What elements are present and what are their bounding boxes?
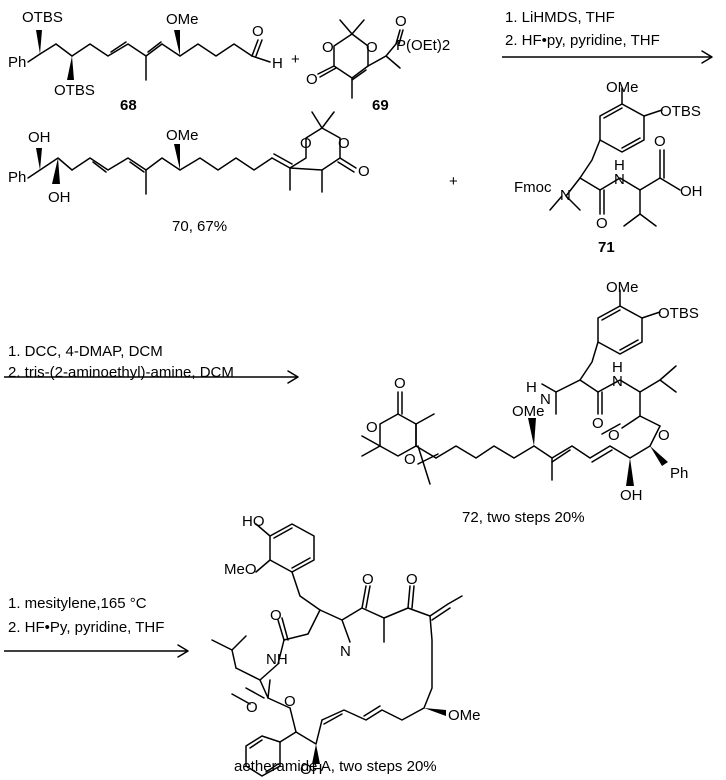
compound-70: Ph OH OH OMe O O O 70, 67% (8, 111, 370, 235)
compound-71-number: 71 (598, 239, 615, 256)
c68-aldehyde-o-label: O (252, 23, 264, 40)
c71-h: H (614, 157, 625, 174)
compound-69-number: 69 (372, 97, 389, 114)
c71-otbs: OTBS (660, 103, 701, 120)
reaction-arrow-2: 1. DCC, 4-DMAP, DCM 2. tris-(2-aminoethy… (4, 343, 299, 384)
c71-nh: N (614, 171, 625, 188)
c72-ester-o: O (608, 427, 620, 444)
c70-carbonyl-o: O (358, 163, 370, 180)
c68-aldehyde-h-label: H (272, 55, 283, 72)
step2-condition-2: 2. tris-(2-aminoethyl)-amine, DCM (8, 364, 234, 381)
c70-ring-o-top: O (300, 135, 312, 152)
c71-o-amide: O (596, 215, 608, 232)
aeth-o4: O (246, 699, 258, 716)
c70-ph-label: Ph (8, 169, 26, 186)
compound-72-yield: , two steps 20% (479, 509, 585, 526)
c71-ome: OMe (606, 79, 639, 96)
c72-amide-n: N (612, 373, 623, 390)
aeth-o1: O (270, 607, 282, 624)
c72-ring-o-left: O (366, 419, 378, 436)
compound-72-number: 72 (462, 509, 479, 526)
c72-ester-link-o: O (658, 427, 670, 444)
aeth-n: N (340, 643, 351, 660)
c71-o-acid: O (654, 133, 666, 150)
step2-condition-1: 1. DCC, 4-DMAP, DCM (8, 343, 163, 360)
c72-ome-mid: OMe (512, 403, 545, 420)
aetheramide-name: aetheramide A (234, 758, 331, 775)
aeth-ho: HO (242, 513, 265, 530)
aeth-nh: NH (266, 651, 288, 668)
compound-70-number: 70 (172, 218, 189, 235)
c70-oh-top: OH (28, 129, 51, 146)
step1-condition-1: 1. LiHMDS, THF (505, 9, 615, 26)
c72-ring-o-bottom: O (404, 451, 416, 468)
aetheramide-yield: , two steps 20% (331, 758, 437, 775)
plus-sign-2: + (449, 173, 458, 190)
step3-condition-2: 2. HF•Py, pyridine, THF (8, 619, 164, 636)
c68-ome-label: OMe (166, 11, 199, 28)
compound-69: O O O O P(OEt)2 69 (306, 13, 450, 114)
c71-fmoc: Fmoc (514, 179, 552, 196)
compound-68: Ph OTBS OTBS OMe O H 68 (8, 9, 283, 114)
compound-71: OMe OTBS Fmoc N N H O O OH 71 (514, 79, 703, 256)
c69-ring-o-left: O (322, 39, 334, 56)
c70-ring-o-right: O (338, 135, 350, 152)
c72-otbs: OTBS (658, 305, 699, 322)
c69-phosphonate: P(OEt)2 (396, 37, 450, 54)
c72-ome-top: OMe (606, 279, 639, 296)
c72-amide-o: O (592, 415, 604, 432)
aeth-o5: O (284, 693, 296, 710)
c69-carbonyl-o: O (306, 71, 318, 88)
step1-condition-2: 2. HF•py, pyridine, THF (505, 32, 660, 49)
c69-p-oxo: O (395, 13, 407, 30)
c72-ph: Ph (670, 465, 688, 482)
compound-70-yield: , 67% (189, 218, 227, 235)
aeth-o2: O (362, 571, 374, 588)
c71-n: N (560, 187, 571, 204)
compound-72: OMe OTBS H N N H O O O O O O OMe Ph OH 7… (361, 279, 699, 526)
c72-amide-h: H (612, 359, 623, 376)
c68-ph-label: Ph (8, 54, 26, 71)
step3-condition-1: 1. mesitylene,165 °C (8, 595, 147, 612)
aeth-o3: O (406, 571, 418, 588)
reaction-arrow-3: 1. mesitylene,165 °C 2. HF•Py, pyridine,… (4, 595, 189, 658)
c72-amine-h: H (526, 379, 537, 396)
compound-72-caption: 72, two steps 20% (462, 509, 585, 526)
c68-otbs-bottom-label: OTBS (54, 82, 95, 99)
aeth-meo: MeO (224, 561, 257, 578)
reaction-arrow-1: 1. LiHMDS, THF 2. HF•py, pyridine, THF (502, 9, 713, 64)
c70-oh-bottom: OH (48, 189, 71, 206)
plus-sign-1: + (291, 51, 300, 68)
aeth-ome: OMe (448, 707, 481, 724)
c68-otbs-top-label: OTBS (22, 9, 63, 26)
compound-70-caption: 70, 67% (172, 218, 227, 235)
c69-ring-o-right: O (366, 39, 378, 56)
aetheramide-caption: aetheramide A, two steps 20% (234, 758, 437, 775)
compound-68-number: 68 (120, 97, 137, 114)
c72-amine-n: N (540, 391, 551, 408)
c72-oh: OH (620, 487, 643, 504)
c72-dioxinone-o-top: O (394, 375, 406, 392)
aetheramide-a: HO MeO N NH O O O O O OH OMe aetheramide… (211, 513, 481, 778)
aeth-oh: OH (300, 761, 323, 778)
c71-oh: OH (680, 183, 703, 200)
c70-ome: OMe (166, 127, 199, 144)
